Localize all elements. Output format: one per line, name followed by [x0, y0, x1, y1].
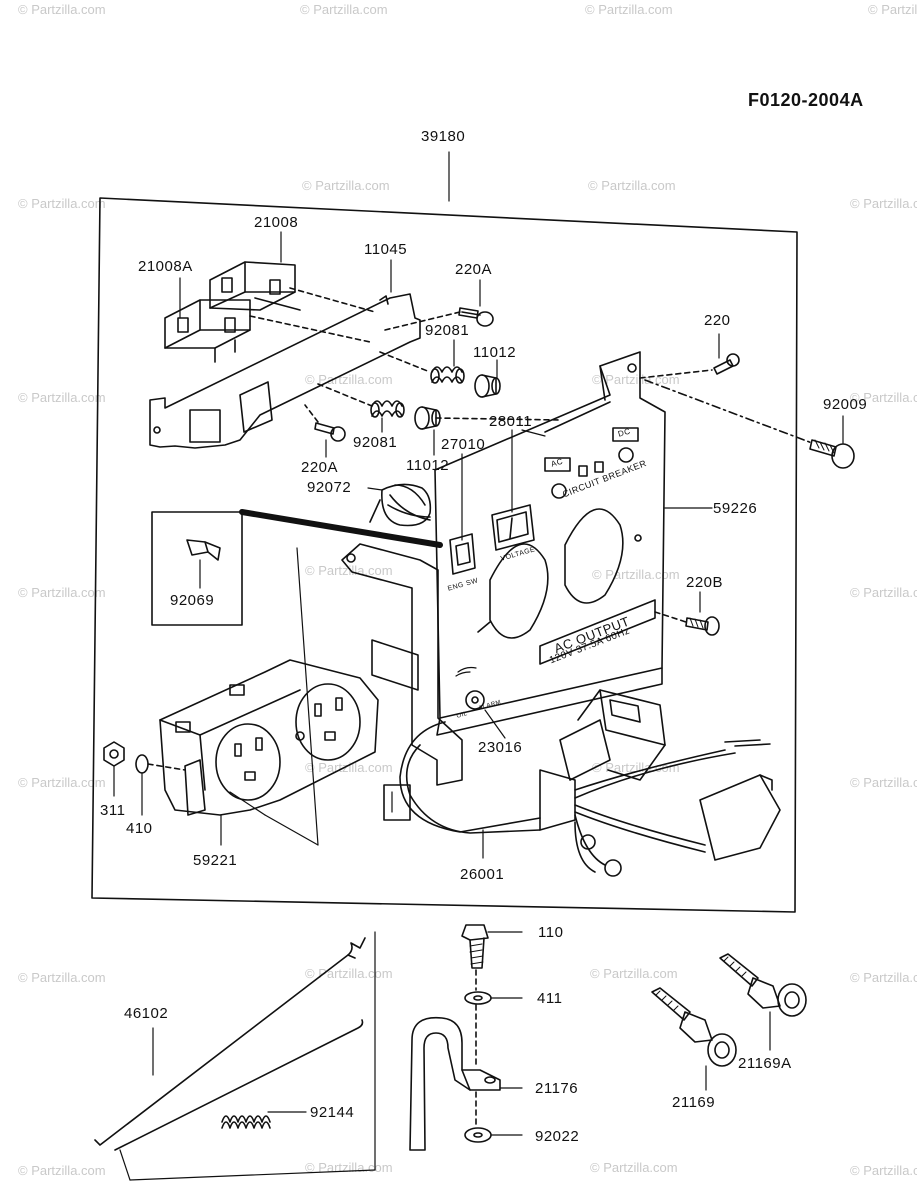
watermark: © Partzilla.com [305, 760, 393, 775]
wire-harness [399, 689, 781, 877]
bushing-bottom [317, 383, 561, 456]
washer-92022 [464, 1091, 523, 1143]
callout-23016: 23016 [478, 739, 523, 756]
callout-92022: 92022 [535, 1128, 580, 1145]
spring-bottom [370, 400, 405, 433]
watermark: © Partzilla.com [590, 1160, 678, 1175]
control-panel [434, 351, 713, 736]
watermark: © Partzilla.com [302, 178, 390, 193]
watermark: © Partzilla.com [850, 196, 917, 211]
watermark: © Partzilla.com [305, 563, 393, 578]
callout-26001: 26001 [460, 866, 505, 883]
callout-311: 311 [100, 802, 126, 819]
watermark: © Partzilla.com [850, 1163, 917, 1178]
watermark: © Partzilla.com [18, 1163, 106, 1178]
callout-28011: 28011 [489, 413, 533, 430]
leader-23016 [484, 709, 506, 739]
callout-411: 411 [537, 990, 563, 1007]
switch-wiring [369, 483, 432, 527]
callout-59221: 59221 [193, 852, 238, 869]
watermark: © Partzilla.com [588, 178, 676, 193]
bushing-top [379, 351, 501, 398]
leader-28011-a [521, 429, 546, 437]
watermark: © Partzilla.com [850, 390, 917, 405]
terminal-21169 [651, 987, 737, 1091]
spring-92144 [221, 1111, 307, 1129]
callout-11045: 11045 [364, 241, 408, 258]
screw-220 [639, 333, 740, 379]
callout-11012-top: 11012 [473, 344, 517, 361]
watermark: © Partzilla.com [305, 966, 393, 981]
callout-92072: 92072 [307, 479, 352, 496]
microswitches [164, 261, 376, 363]
receptacle [159, 547, 379, 846]
callout-46102: 46102 [124, 1005, 169, 1022]
callout-410: 410 [126, 820, 153, 837]
inset-92069 [151, 509, 443, 626]
bolt-110 [461, 924, 523, 991]
clamp-21176 [409, 1004, 523, 1151]
switch-bracket [149, 293, 421, 449]
callout-39180: 39180 [421, 128, 466, 145]
watermark: © Partzilla.com [590, 966, 678, 981]
assembly-frame [91, 197, 798, 913]
washer-411 [464, 991, 523, 1005]
callout-220A-bottom: 220A [301, 459, 339, 476]
watermark: © Partzilla.com [850, 585, 917, 600]
callout-92069: 92069 [170, 592, 215, 609]
screw-220A-bottom [304, 404, 346, 458]
mounting-bracket [341, 543, 463, 821]
watermark: © Partzilla.com [300, 2, 388, 17]
watermark: © Partzilla.com [18, 585, 106, 600]
watermark: © Partzilla.com [18, 970, 106, 985]
watermark: © Partzilla.com [18, 2, 106, 17]
watermark: © Partzilla.com [850, 970, 917, 985]
bolt-92009 [644, 379, 855, 469]
callout-21169A: 21169A [738, 1055, 792, 1072]
watermark: © Partzilla.com [305, 1160, 393, 1175]
callout-21169: 21169 [672, 1094, 716, 1111]
callout-11012-bottom: 11012 [406, 457, 450, 474]
rod-46102 [94, 931, 376, 1181]
callout-220B: 220B [686, 574, 724, 591]
callout-21008A: 21008A [138, 258, 193, 275]
watermark: © Partzilla.com [18, 775, 106, 790]
spring-top [430, 339, 465, 384]
screw-220B [654, 611, 720, 636]
watermark: © Partzilla.com [18, 196, 106, 211]
callout-220A-top: 220A [455, 261, 493, 278]
watermark: © Partzilla.com [585, 2, 673, 17]
leader-92072 [367, 487, 383, 491]
watermark: © Partzilla.com [850, 775, 917, 790]
watermark: © Partzilla.com [18, 390, 106, 405]
nut-311 [103, 741, 125, 797]
callout-27010: 27010 [441, 436, 486, 453]
callout-92081-top: 92081 [425, 322, 470, 339]
callout-21008: 21008 [254, 214, 299, 231]
washer-410 [135, 754, 186, 816]
callout-220: 220 [704, 312, 731, 329]
callout-110: 110 [538, 924, 564, 941]
watermark: © Partzilla.com [868, 2, 917, 17]
diagram-code: F0120-2004A [748, 90, 864, 110]
callout-92009: 92009 [823, 396, 868, 413]
callout-21176: 21176 [535, 1080, 579, 1097]
callout-92144: 92144 [310, 1104, 355, 1121]
terminal-21169A [719, 953, 807, 1051]
callout-92081-bottom: 92081 [353, 434, 398, 451]
screw-220A-top [384, 279, 494, 331]
callout-59226: 59226 [713, 500, 758, 517]
